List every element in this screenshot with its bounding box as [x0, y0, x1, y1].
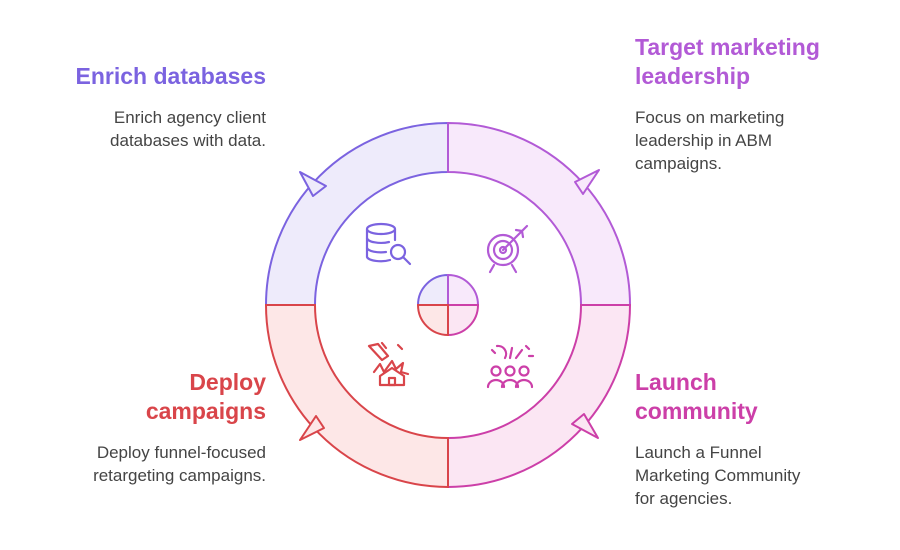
desc-line: leadership in ABM: [635, 131, 773, 150]
center-pie: [416, 273, 480, 337]
quadrant-desc-launch: Launch a Funnel Marketing Community for …: [635, 441, 885, 510]
desc-line: campaigns.: [635, 154, 722, 173]
arrow-marker-launch: [571, 413, 599, 439]
title-line: community: [635, 398, 758, 424]
ring-segment-enrich: [264, 121, 449, 306]
arrow-marker-enrich: [299, 171, 327, 197]
arrow-marker-deploy: [299, 415, 325, 441]
target-arrow-icon: [486, 224, 529, 274]
community-celebration-icon: [486, 344, 535, 389]
title-line: Deploy: [189, 369, 266, 395]
desc-line: Focus on marketing: [635, 108, 785, 127]
quadrant-desc-enrich: Enrich agency client databases with data…: [6, 106, 266, 152]
rocket-launch-icon: [367, 341, 410, 387]
desc-line: for agencies.: [635, 489, 733, 508]
database-search-icon: [365, 222, 412, 266]
desc-line: databases with data.: [110, 131, 266, 150]
desc-line: Deploy funnel-focused: [96, 443, 266, 462]
desc-line: Marketing Community: [635, 466, 801, 485]
arrow-marker-target: [574, 169, 600, 195]
quadrant-title-target: Target marketing leadership: [635, 33, 885, 91]
title-line: Enrich databases: [75, 63, 266, 89]
quadrant-title-launch: Launch community: [635, 368, 885, 426]
quadrant-enrich: Enrich databases Enrich agency client da…: [6, 62, 266, 152]
ring-segment-target: [447, 121, 632, 306]
quadrant-target: Target marketing leadership Focus on mar…: [635, 33, 885, 175]
quadrant-title-deploy: Deploy campaigns: [6, 368, 266, 426]
ring-segment-launch: [447, 304, 632, 489]
quadrant-title-enrich: Enrich databases: [6, 62, 266, 91]
ring-segment-deploy: [264, 304, 449, 489]
title-line: Launch: [635, 369, 717, 395]
quadrant-desc-target: Focus on marketing leadership in ABM cam…: [635, 106, 885, 175]
desc-line: Enrich agency client: [113, 108, 266, 127]
quadrant-deploy: Deploy campaigns Deploy funnel-focused r…: [6, 368, 266, 487]
title-line: campaigns: [145, 398, 266, 424]
title-line: leadership: [635, 63, 751, 89]
quadrant-launch: Launch community Launch a Funnel Marketi…: [635, 368, 885, 510]
desc-line: Launch a Funnel: [635, 443, 762, 462]
quadrant-desc-deploy: Deploy funnel-focused retargeting campai…: [6, 441, 266, 487]
desc-line: retargeting campaigns.: [93, 466, 266, 485]
title-line: Target marketing: [635, 34, 820, 60]
